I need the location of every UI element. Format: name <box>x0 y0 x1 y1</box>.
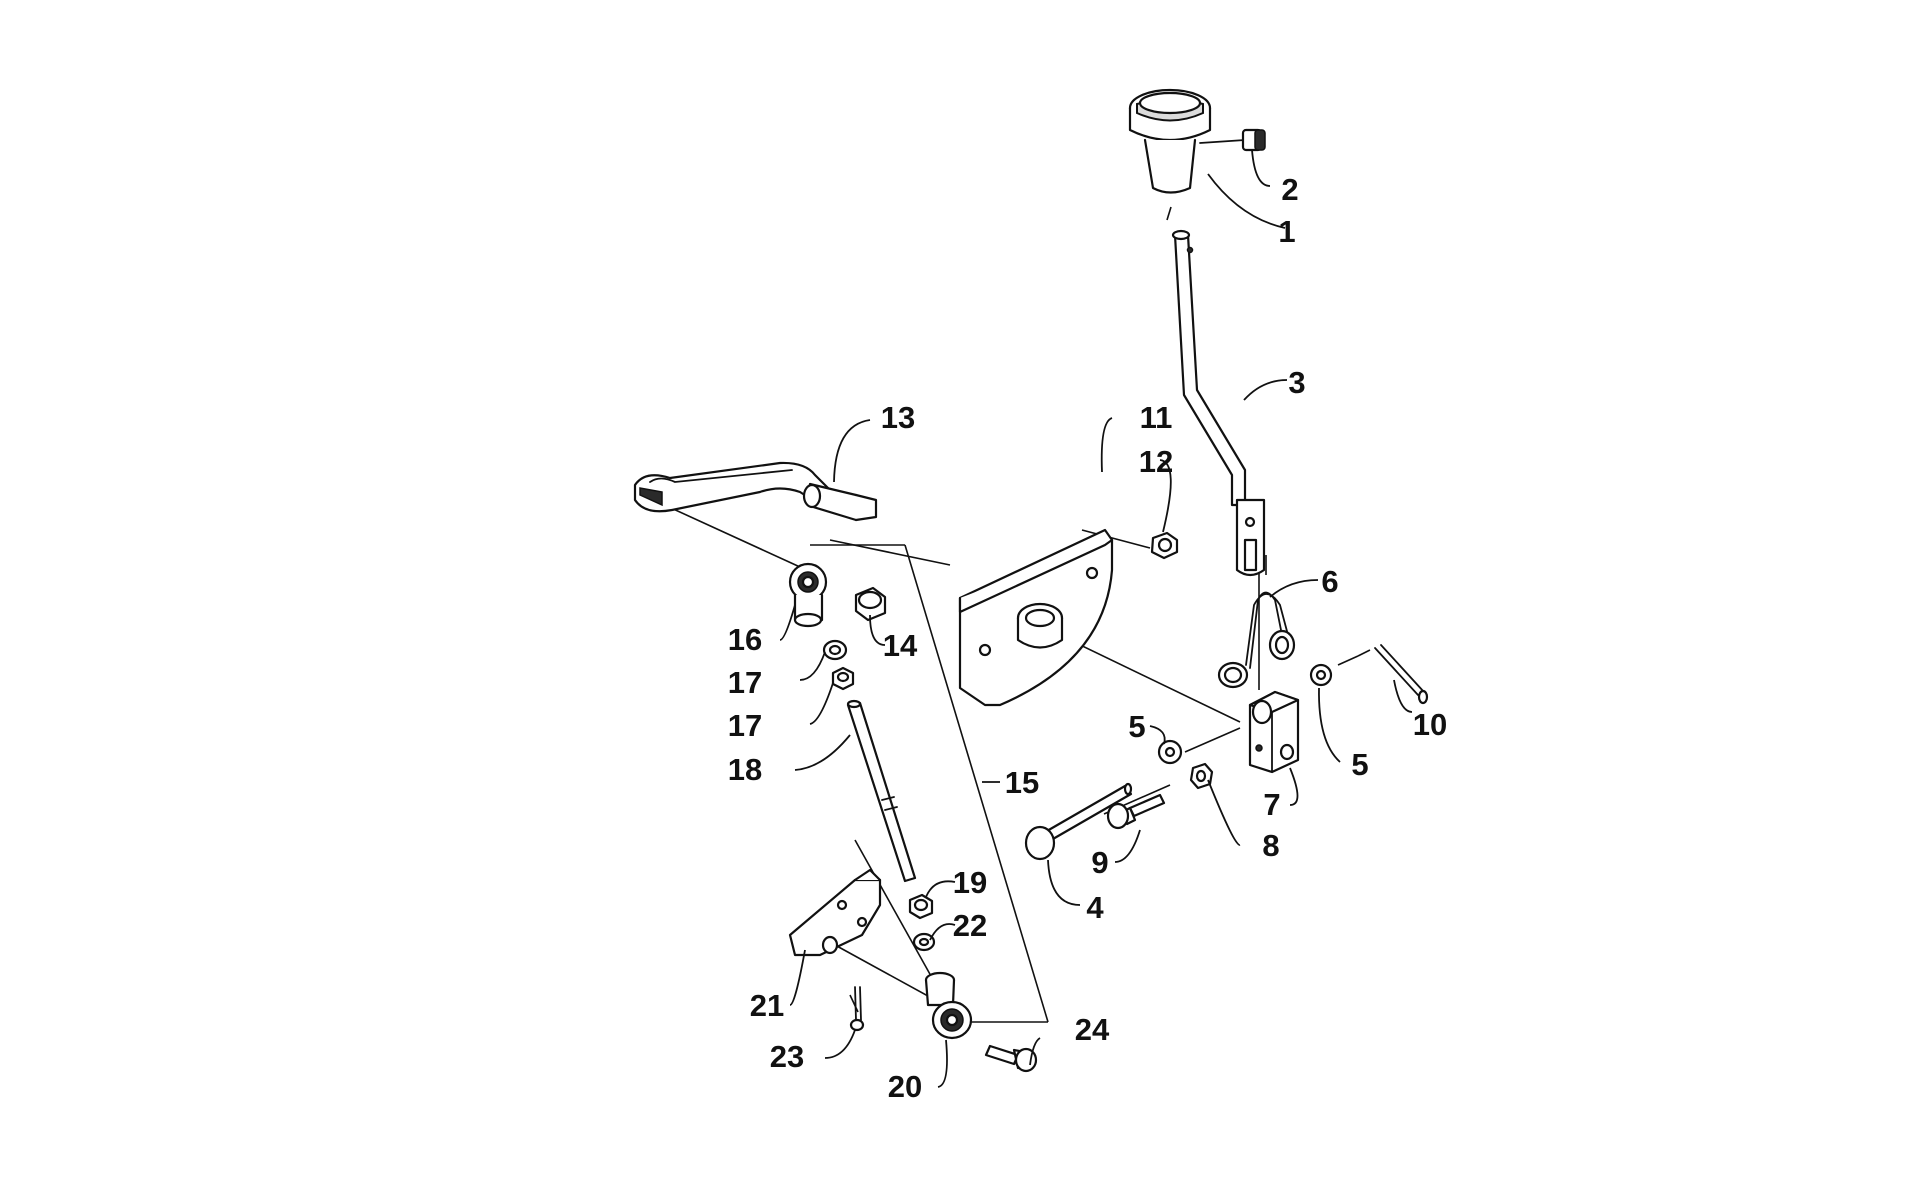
callout-label-1: 1 <box>1278 214 1295 249</box>
callout-label-21: 20 <box>888 1069 922 1104</box>
callout-label-8: 8 <box>1262 828 1279 863</box>
pivot-block-part <box>1248 690 1300 774</box>
arm-part-13 <box>633 461 878 522</box>
callout-label-23: 23 <box>770 1039 804 1074</box>
rod-part-19 <box>846 699 917 883</box>
nut-part-14 <box>854 586 887 622</box>
cotter-pin-part <box>1374 644 1429 705</box>
pin-part <box>1024 782 1133 861</box>
callout-label-14: 14 <box>883 628 918 663</box>
leader-lines <box>779 149 1413 1088</box>
callout-label-4: 4 <box>1086 890 1104 925</box>
bracket-part-11 <box>958 528 1114 707</box>
bracket-part-22 <box>788 868 882 957</box>
callout-label-7: 7 <box>1263 787 1280 822</box>
callout-label-18: 17 <box>728 708 762 743</box>
callout-label-9: 9 <box>1091 845 1108 880</box>
bolt-part-9 <box>1106 793 1166 830</box>
callout-label-16: 16 <box>728 622 762 657</box>
callout-label-15: 15 <box>1005 765 1039 800</box>
washer-part-17-lower <box>912 932 936 952</box>
callout-label-6: 6 <box>1321 564 1338 599</box>
callout-label-19: 18 <box>728 752 762 787</box>
callout-label-10: 10 <box>1413 707 1447 742</box>
screw-part-23 <box>849 986 865 1032</box>
ball-joint-part-21 <box>924 971 973 1040</box>
callout-label-17-lower: 22 <box>953 908 987 943</box>
washer-part-5-right <box>1309 663 1333 687</box>
callout-label-5-right: 5 <box>1351 747 1368 782</box>
nut-part-18 <box>831 666 855 691</box>
nut-part-20 <box>908 893 934 920</box>
callout-label-22: 21 <box>750 988 784 1023</box>
ball-joint-part-16 <box>788 562 828 628</box>
callout-labels: 1 2 3 4 5 5 6 7 8 9 10 11 12 13 14 15 16… <box>728 172 1447 1104</box>
callout-label-5-left: 5 <box>1128 709 1145 744</box>
callout-label-11: 11 <box>1140 400 1173 435</box>
callout-label-2: 2 <box>1281 172 1298 207</box>
callout-label-24: 24 <box>1075 1012 1110 1047</box>
callout-label-13: 13 <box>881 400 915 435</box>
washer-part-17-upper <box>822 639 848 661</box>
knob-part <box>1128 88 1212 194</box>
bolt-part-24 <box>984 1044 1038 1073</box>
spring-part <box>1217 591 1296 689</box>
screw-part-2 <box>1199 128 1266 152</box>
callout-label-12: 12 <box>1139 444 1173 479</box>
nut-part-8 <box>1189 762 1214 790</box>
lever-part <box>1171 229 1266 577</box>
nut-part-12 <box>1150 531 1179 560</box>
callout-label-3: 3 <box>1288 365 1305 400</box>
callout-label-20: 19 <box>953 865 987 900</box>
washer-part-5-left <box>1157 739 1183 765</box>
callout-label-17-upper: 17 <box>728 665 762 700</box>
